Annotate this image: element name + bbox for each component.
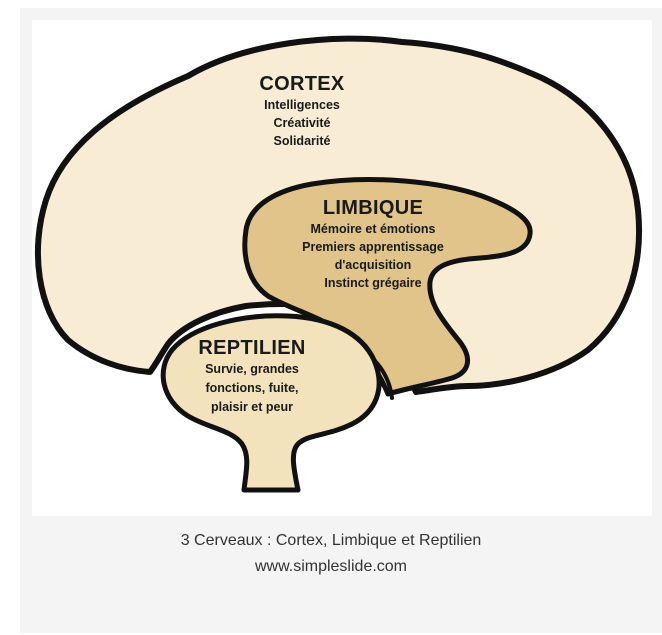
cortex-line-2: Créativité bbox=[232, 114, 372, 132]
reptilien-line-3: plaisir et peur bbox=[182, 398, 322, 417]
limbique-line-4: Instinct grégaire bbox=[268, 274, 478, 292]
brain-diagram: CORTEX Intelligences Créativité Solidari… bbox=[32, 20, 652, 516]
limbique-line-3: d'acquisition bbox=[268, 256, 478, 274]
reptilien-line-1: Survie, grandes bbox=[182, 360, 322, 379]
reptilien-label: REPTILIEN Survie, grandes fonctions, fui… bbox=[182, 336, 322, 417]
cortex-label: CORTEX Intelligences Créativité Solidari… bbox=[232, 72, 372, 150]
limbique-line-2: Premiers apprentissage bbox=[268, 238, 478, 256]
cortex-line-3: Solidarité bbox=[232, 132, 372, 150]
reptilien-line-2: fonctions, fuite, bbox=[182, 379, 322, 398]
figure-caption: 3 Cerveaux : Cortex, Limbique et Reptili… bbox=[0, 528, 662, 580]
cortex-title: CORTEX bbox=[232, 72, 372, 96]
caption-source: www.simpleslide.com bbox=[0, 554, 662, 580]
limbique-title: LIMBIQUE bbox=[268, 196, 478, 220]
caption-title: 3 Cerveaux : Cortex, Limbique et Reptili… bbox=[0, 528, 662, 554]
reptilien-title: REPTILIEN bbox=[182, 336, 322, 360]
cortex-line-1: Intelligences bbox=[232, 96, 372, 114]
limbique-line-1: Mémoire et émotions bbox=[268, 220, 478, 238]
limbique-label: LIMBIQUE Mémoire et émotions Premiers ap… bbox=[268, 196, 478, 292]
